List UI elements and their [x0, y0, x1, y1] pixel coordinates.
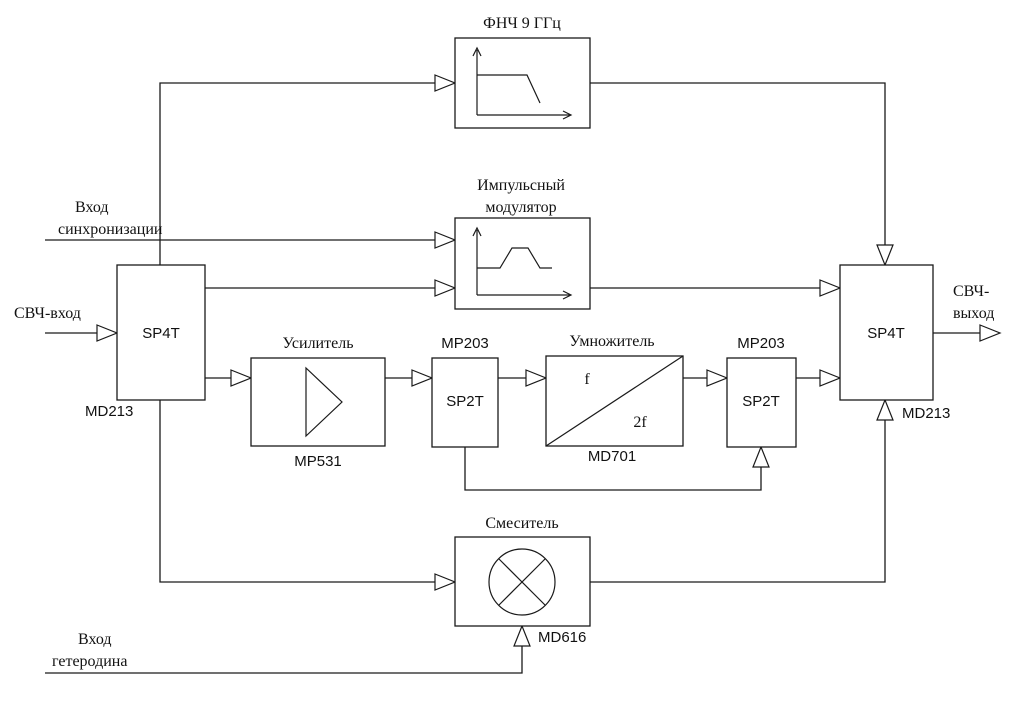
arrow-into-modulator — [434, 279, 457, 297]
amplifier-triangle-icon — [305, 366, 343, 438]
arrow-into-sp2t-a — [411, 369, 434, 387]
arrow-rf-input — [96, 324, 119, 342]
multiplier-block: f 2f Умножитель MD701 — [545, 333, 684, 465]
arrow-bypass-into-sp2t-b — [752, 445, 770, 468]
multiplier-part: MD701 — [588, 448, 636, 465]
multiplier-diagonal — [545, 355, 684, 447]
arrow-mixer-into-switch — [876, 398, 894, 421]
arrow-into-sp2t-b — [706, 369, 729, 387]
switch-in-label: SP4T — [142, 325, 180, 342]
amplifier-title: Усилитель — [283, 335, 354, 352]
sync-input-label-line1: Вход — [75, 199, 109, 216]
signal-arrows — [96, 74, 1002, 647]
lpf-block: ФНЧ 9 ГГц — [454, 15, 591, 129]
sp2t-a-label: SP2T — [446, 393, 484, 410]
amplifier-part: MP531 — [294, 453, 342, 470]
arrow-into-lpf — [434, 74, 457, 92]
arrow-lo-into-mixer — [513, 624, 531, 647]
mixer-title: Смеситель — [485, 515, 558, 532]
modulator-title-line1: Импульсный — [477, 177, 565, 194]
switch-out-label: SP4T — [867, 325, 905, 342]
sync-input-label-line2: синхронизации — [58, 221, 163, 238]
wire-to-lpf — [159, 82, 455, 265]
arrow-into-mixer — [434, 573, 457, 591]
multiplier-out-label: 2f — [633, 414, 647, 431]
switch-out-block: SP4T MD213 — [839, 264, 950, 422]
connections — [45, 82, 998, 674]
sp2t-b-block: SP2T MP203 — [726, 335, 797, 448]
sp2t-b-label: SP2T — [742, 393, 780, 410]
switch-in-part: MD213 — [85, 403, 133, 420]
amplifier-block: Усилитель MP531 — [250, 335, 386, 470]
sp2t-a-part: MP203 — [441, 335, 489, 352]
multiplier-title: Умножитель — [569, 333, 654, 350]
arrow-lpf-into-switch — [876, 244, 894, 267]
mixer-symbol-icon — [488, 548, 556, 616]
arrow-into-multiplier — [525, 369, 548, 387]
sp2t-b-part: MP203 — [737, 335, 785, 352]
wire-mixer-to-switch — [590, 400, 886, 583]
lowpass-response-icon — [472, 46, 573, 120]
lo-input-label-line2: гетеродина — [52, 653, 127, 670]
arrow-sp2t-into-switch — [819, 369, 842, 387]
arrow-modulator-into-switch — [819, 279, 842, 297]
wire-lpf-to-switch — [590, 82, 886, 265]
arrow-into-amplifier — [230, 369, 253, 387]
pulse-modulator-block: Импульсный модулятор — [454, 177, 591, 310]
rf-input-label: СВЧ-вход — [14, 305, 81, 322]
mixer-block: Смеситель MD616 — [454, 515, 591, 646]
arrow-sync-into-modulator — [434, 231, 457, 249]
switch-in-block: SP4T MD213 — [85, 264, 206, 420]
pulse-shape-icon — [472, 226, 573, 300]
wire-to-mixer — [159, 400, 455, 583]
rf-output-label-line1: СВЧ- — [953, 283, 989, 300]
multiplier-in-label: f — [584, 371, 590, 388]
sp2t-a-block: SP2T MP203 — [431, 335, 499, 448]
wire-bypass — [464, 447, 762, 491]
rf-output-label-line2: выход — [953, 305, 994, 322]
mixer-part: MD616 — [538, 629, 586, 646]
switch-out-part: MD213 — [902, 405, 950, 422]
lpf-title: ФНЧ 9 ГГц — [483, 15, 561, 32]
lo-input-label-line1: Вход — [78, 631, 112, 648]
modulator-title-line2: модулятор — [485, 199, 556, 216]
arrow-rf-output — [979, 324, 1002, 342]
